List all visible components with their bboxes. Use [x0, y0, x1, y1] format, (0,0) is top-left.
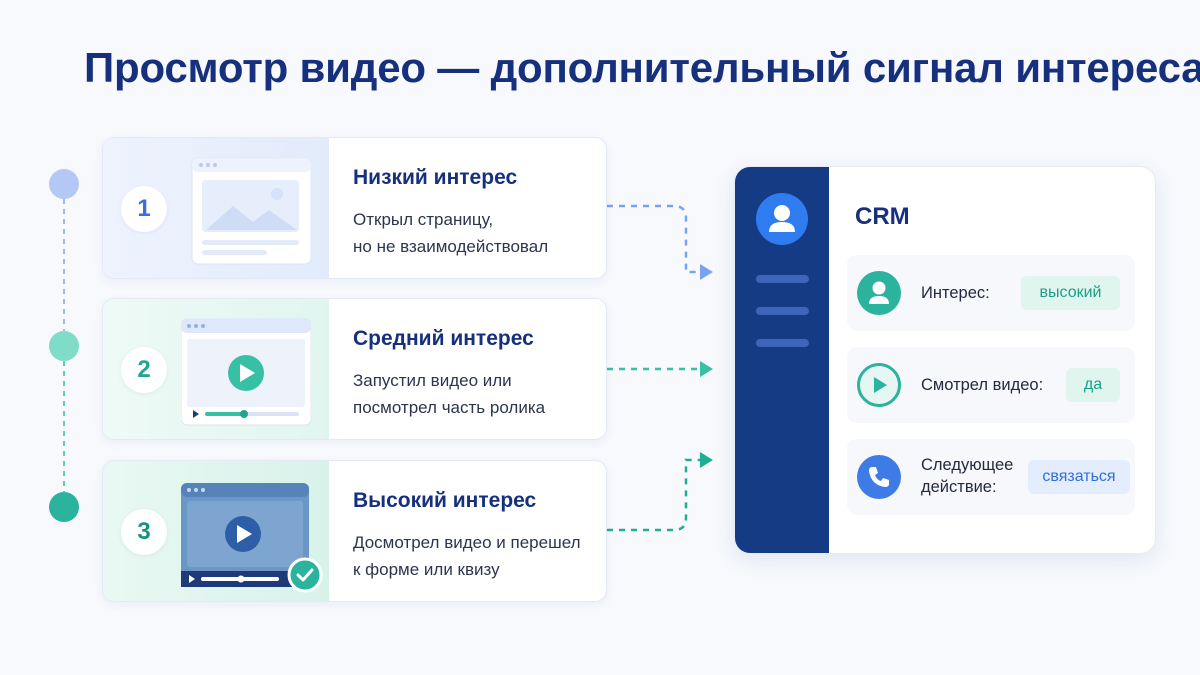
crm-title: CRM: [855, 203, 910, 230]
arrow-high-to-crm: [607, 458, 706, 532]
level-card-low: 1 Низкий интерес Открыл страницу, но не …: [102, 137, 607, 279]
crm-row-next-action: Следующее действие: связаться: [847, 439, 1135, 515]
crm-row-label-line: действие:: [921, 478, 997, 496]
level-description: Открыл страницу, но не взаимодействовал: [353, 206, 548, 260]
crm-row-label: Следующее действие:: [921, 454, 1013, 498]
user-icon: [769, 205, 795, 232]
timeline-dot-mid: [49, 331, 79, 361]
level-card-mid: 2 Средний интерес Запустил видео или пос…: [102, 298, 607, 440]
crm-panel: CRM Интерес: высокий Смотрел видео: да: [734, 166, 1156, 554]
crm-row-interest: Интерес: высокий: [847, 255, 1135, 331]
timeline-dot-high: [49, 492, 79, 522]
arrowhead-mid: [700, 361, 713, 377]
status-badge: высокий: [1021, 276, 1120, 310]
arrow-low-to-crm: [607, 204, 706, 274]
play-icon: [857, 363, 901, 407]
level-desc-line: но не взаимодействовал: [353, 237, 549, 256]
level-title: Высокий интерес: [353, 489, 537, 512]
level-card-high: 3 Высокий интерес Досмотрел видео и пере…: [102, 460, 607, 602]
avatar: [756, 193, 808, 245]
phone-icon: [857, 455, 901, 499]
video-completed-icon: [181, 483, 323, 593]
crm-row-watched-video: Смотрел видео: да: [847, 347, 1135, 423]
level-desc-line: к форме или квизу: [353, 560, 500, 579]
crm-row-label-line: Интерес:: [921, 284, 990, 302]
level-number: 1: [121, 186, 167, 232]
crm-row-label-line: Следующее: [921, 456, 1014, 474]
level-desc-line: Запустил видео или: [353, 371, 512, 390]
page-title: Просмотр видео — дополнительный сигнал и…: [84, 44, 1200, 91]
status-badge: да: [1066, 368, 1120, 402]
sidebar-menu-line: [756, 339, 809, 347]
arrowhead-low: [700, 264, 713, 280]
crm-sidebar: [735, 167, 829, 553]
level-desc-line: Открыл страницу,: [353, 210, 494, 229]
crm-row-label: Смотрел видео:: [921, 374, 1043, 396]
arrowhead-high: [700, 452, 713, 468]
level-desc-line: посмотрел часть ролика: [353, 398, 546, 417]
level-number: 3: [121, 509, 167, 555]
level-desc-line: Досмотрел видео и перешел: [353, 533, 581, 552]
sidebar-menu-line: [756, 275, 809, 283]
webpage-image-icon: [191, 157, 311, 265]
level-title: Низкий интерес: [353, 166, 518, 189]
user-icon: [857, 271, 901, 315]
level-description: Запустил видео или посмотрел часть ролик…: [353, 367, 545, 421]
status-badge: связаться: [1028, 460, 1130, 494]
level-number: 2: [121, 347, 167, 393]
crm-row-label: Интерес:: [921, 282, 990, 304]
sidebar-menu-line: [756, 307, 809, 315]
level-title: Средний интерес: [353, 327, 534, 350]
timeline-dot-low: [49, 169, 79, 199]
crm-row-label-line: Смотрел видео:: [921, 376, 1044, 394]
video-player-icon: [181, 318, 311, 426]
level-description: Досмотрел видео и перешел к форме или кв…: [353, 529, 581, 583]
